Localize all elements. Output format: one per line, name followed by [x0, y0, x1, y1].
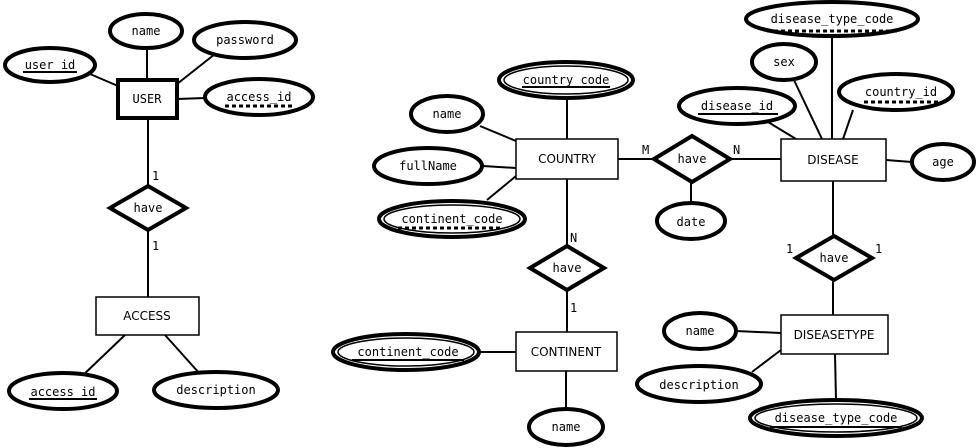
attr-diseasetype-disease-type-code[interactable]: disease_type_code: [748, 398, 924, 438]
entity-diseasetype-label: DISEASETYPE: [794, 328, 875, 342]
attr-country-continent-code[interactable]: continent_code: [377, 199, 527, 239]
line-user-userid: [89, 73, 119, 87]
attr-user-user-id[interactable]: user_id: [3, 46, 97, 84]
cardinality-disease-1: 1: [786, 242, 793, 256]
attr-disease-country-id[interactable]: country_id: [837, 72, 955, 112]
cardinality-disease-n: N: [733, 143, 740, 157]
line-country-fullname: [482, 165, 517, 169]
entity-disease[interactable]: DISEASE: [780, 138, 887, 182]
line-user-accessid: [176, 97, 206, 100]
attr-disease-age[interactable]: age: [910, 142, 976, 182]
relationship-country-disease-label: have: [678, 152, 707, 166]
svg-text:continent_code: continent_code: [357, 345, 458, 359]
line-disease-diseaseid: [767, 121, 797, 140]
svg-text:date: date: [677, 215, 706, 229]
line-access-description: [164, 334, 201, 375]
svg-text:fullName: fullName: [399, 159, 457, 173]
cardinality-country-n: N: [570, 231, 577, 245]
line-disease-age: [885, 159, 913, 163]
line-dtype-name: [735, 330, 782, 334]
svg-text:name: name: [132, 24, 161, 38]
attr-rel-date[interactable]: date: [655, 201, 727, 241]
line-access-accessid: [79, 334, 126, 379]
cardinality-diseasetype-1: 1: [875, 242, 882, 256]
attr-disease-disease-id[interactable]: disease_id: [677, 86, 797, 126]
attr-user-name[interactable]: name: [108, 12, 184, 50]
line-dtype-typecode: [834, 353, 837, 401]
relationship-user-access[interactable]: have: [106, 183, 190, 233]
attr-country-name[interactable]: name: [409, 94, 485, 134]
entity-country-label: COUNTRY: [538, 152, 596, 166]
entity-continent-label: CONTINENT: [531, 345, 602, 359]
connector-lines: [79, 33, 913, 409]
svg-text:access_id: access_id: [30, 385, 95, 399]
attr-diseasetype-description[interactable]: description: [635, 364, 763, 404]
attr-country-country-code[interactable]: country_code: [497, 60, 635, 100]
attr-continent-name[interactable]: name: [527, 407, 605, 447]
svg-text:name: name: [433, 107, 462, 121]
attr-disease-disease-type-code[interactable]: disease_type_code: [744, 0, 920, 38]
svg-text:name: name: [552, 420, 581, 434]
entity-user[interactable]: USER: [116, 78, 179, 120]
entity-user-label: USER: [133, 92, 163, 106]
svg-text:password: password: [216, 33, 274, 47]
svg-text:country_id: country_id: [865, 85, 937, 99]
attr-access-description[interactable]: description: [152, 370, 280, 410]
line-country-continentcode: [486, 175, 517, 201]
entity-access[interactable]: ACCESS: [95, 296, 200, 336]
cardinality-user: 1: [152, 169, 159, 183]
svg-text:user_id: user_id: [25, 58, 76, 72]
cardinality-labels: 1 1 M N N 1 1 1: [152, 143, 882, 315]
line-disease-countryid: [842, 109, 854, 140]
relationship-country-disease[interactable]: have: [650, 133, 734, 185]
svg-text:name: name: [686, 324, 715, 338]
attr-diseasetype-name[interactable]: name: [662, 311, 738, 351]
line-disease-sex: [792, 77, 823, 140]
entity-access-label: ACCESS: [123, 309, 171, 323]
attr-user-password[interactable]: password: [192, 20, 298, 60]
svg-text:disease_type_code: disease_type_code: [771, 12, 894, 26]
cardinality-access: 1: [152, 239, 159, 253]
relationship-country-continent[interactable]: have: [526, 243, 608, 293]
entity-disease-label: DISEASE: [807, 153, 858, 167]
svg-text:disease_type_code: disease_type_code: [775, 411, 898, 425]
svg-text:continent_code: continent_code: [401, 212, 502, 226]
relationship-user-access-label: have: [134, 201, 163, 215]
attr-disease-sex[interactable]: sex: [750, 42, 818, 82]
entity-diseasetype[interactable]: DISEASETYPE: [780, 314, 889, 355]
relationship-country-continent-label: have: [553, 261, 582, 275]
cardinality-continent-1: 1: [570, 301, 577, 315]
line-country-name: [479, 125, 517, 142]
svg-text:country_code: country_code: [523, 73, 610, 87]
entity-continent[interactable]: CONTINENT: [515, 331, 618, 372]
svg-text:age: age: [932, 155, 954, 169]
attr-country-fullname[interactable]: fullName: [372, 146, 484, 186]
relationship-disease-diseasetype-label: have: [820, 251, 849, 265]
line-dtype-description: [751, 349, 782, 373]
svg-text:description: description: [176, 383, 255, 397]
line-user-password: [176, 53, 216, 85]
relationship-disease-diseasetype[interactable]: have: [792, 233, 876, 283]
svg-text:access_id: access_id: [226, 90, 291, 104]
attr-access-access-id[interactable]: access_id: [7, 371, 119, 411]
attr-user-access-id[interactable]: access_id: [203, 77, 315, 117]
svg-text:sex: sex: [773, 55, 795, 69]
svg-text:disease_id: disease_id: [701, 99, 773, 113]
entity-country[interactable]: COUNTRY: [515, 138, 619, 180]
attr-continent-continent-code[interactable]: continent_code: [331, 332, 481, 372]
svg-text:description: description: [659, 378, 738, 392]
cardinality-country-m: M: [642, 143, 649, 157]
